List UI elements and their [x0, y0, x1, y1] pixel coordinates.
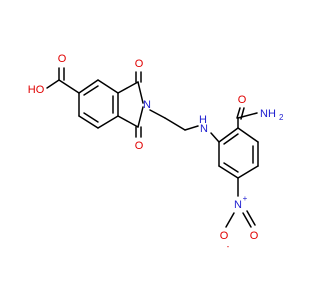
acid-carbonyl-oxygen-label: O: [58, 53, 67, 65]
imide-nitrogen-label: N: [143, 99, 151, 111]
bond-amide-c-o-double: [240, 107, 245, 120]
amide-nh2-label: NH: [260, 108, 276, 120]
nitro-oxygen-label: O: [250, 230, 259, 242]
bond-ring2-a-inner: [223, 133, 239, 145]
nitro-nitrogen-charge: +: [243, 194, 248, 203]
bond-ring1-e-inner: [83, 112, 99, 123]
bond-nitro-n-o: [242, 212, 252, 228]
structure-diagram: HO O O O N H N O NH 2 N + O - O: [28, 53, 284, 251]
bond-ring2-e: [218, 165, 239, 179]
nitro-oxygen-minus-label: O: [220, 230, 229, 242]
bond-amide-c-o: [236, 107, 241, 119]
bond-linker-1: [149, 109, 166, 119]
bond-ring2-a: [218, 127, 239, 143]
bonds: [46, 67, 259, 228]
imide-oxygen-bottom-label: O: [135, 140, 144, 152]
bond-imide-c1-n: [137, 81, 144, 104]
bond-cooh-c-oh: [46, 79, 60, 89]
bond-cooh-ring: [58, 79, 80, 94]
nitro-nitrogen-label: N: [234, 199, 242, 211]
bond-nitro-n-o-double: [246, 210, 256, 226]
atom-labels: HO O O O N H N O NH 2 N + O - O: [28, 53, 284, 251]
bond-ring1-e: [78, 115, 99, 129]
amine-nitrogen-label: N: [200, 123, 208, 135]
imide-oxygen-top-label: O: [135, 58, 144, 70]
bond-ring2-b: [237, 127, 259, 143]
bond-ring2-d: [237, 165, 259, 179]
bond-ring2-e-inner: [223, 162, 239, 173]
amide-nh2-subscript: 2: [279, 113, 284, 122]
nitro-oxygen-minus-charge: -: [227, 242, 230, 251]
bond-nh-ring: [210, 132, 220, 143]
bond-ring1-a-inner: [83, 85, 99, 96]
bond-ring1-a: [78, 79, 99, 94]
bond-nitro-n-ominus: [225, 212, 235, 228]
bond-ring1-d: [97, 115, 119, 129]
bond-imide-c2-n: [137, 106, 144, 128]
bond-linker-2: [164, 117, 186, 131]
amide-oxygen-label: O: [238, 94, 247, 106]
bond-linker-3: [184, 125, 199, 131]
hydroxyl-label: HO: [28, 84, 45, 96]
amine-hydrogen-label: H: [199, 114, 207, 126]
bond-ring1-b: [97, 79, 119, 94]
bond-imide-c1-ring: [117, 81, 139, 94]
bond-imide-c2-ring: [117, 115, 139, 128]
